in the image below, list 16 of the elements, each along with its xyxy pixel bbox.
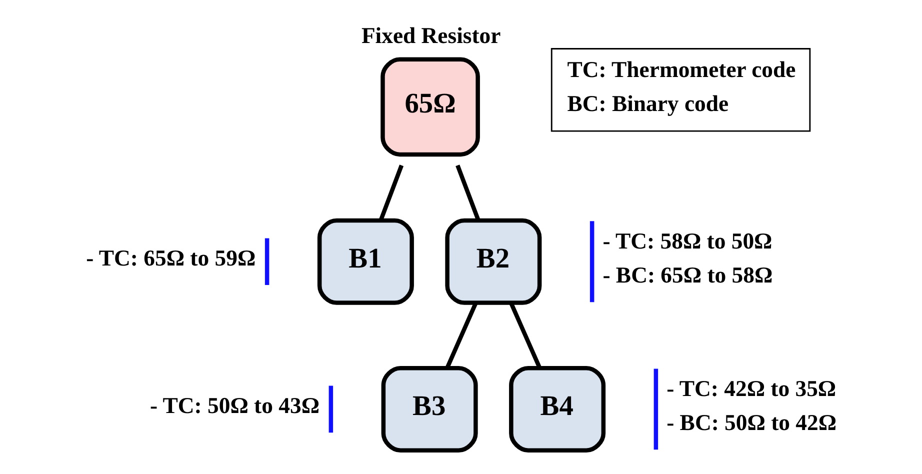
connector xyxy=(378,164,404,220)
node-label: - TC: 65Ω to 59Ω xyxy=(86,245,256,270)
node-label: - TC: 42Ω to 35Ω xyxy=(666,376,836,401)
node-box: B3 xyxy=(380,365,478,452)
node-box: B2 xyxy=(444,218,542,304)
node-label: - TC: 50Ω to 43Ω xyxy=(149,392,319,418)
node-box: TC: Thermometer code BC: Binary code xyxy=(550,48,810,132)
connector xyxy=(508,302,542,368)
connector xyxy=(455,164,480,220)
node-label: - BC: 65Ω to 58Ω xyxy=(602,262,772,288)
node-label: Fixed Resistor xyxy=(360,22,500,48)
node-label: - TC: 58Ω to 50Ω xyxy=(602,228,772,254)
connector xyxy=(444,302,478,368)
node-box: B4 xyxy=(508,365,606,452)
node-label: - BC: 50Ω to 42Ω xyxy=(666,410,836,435)
node-box: B1 xyxy=(316,218,414,304)
